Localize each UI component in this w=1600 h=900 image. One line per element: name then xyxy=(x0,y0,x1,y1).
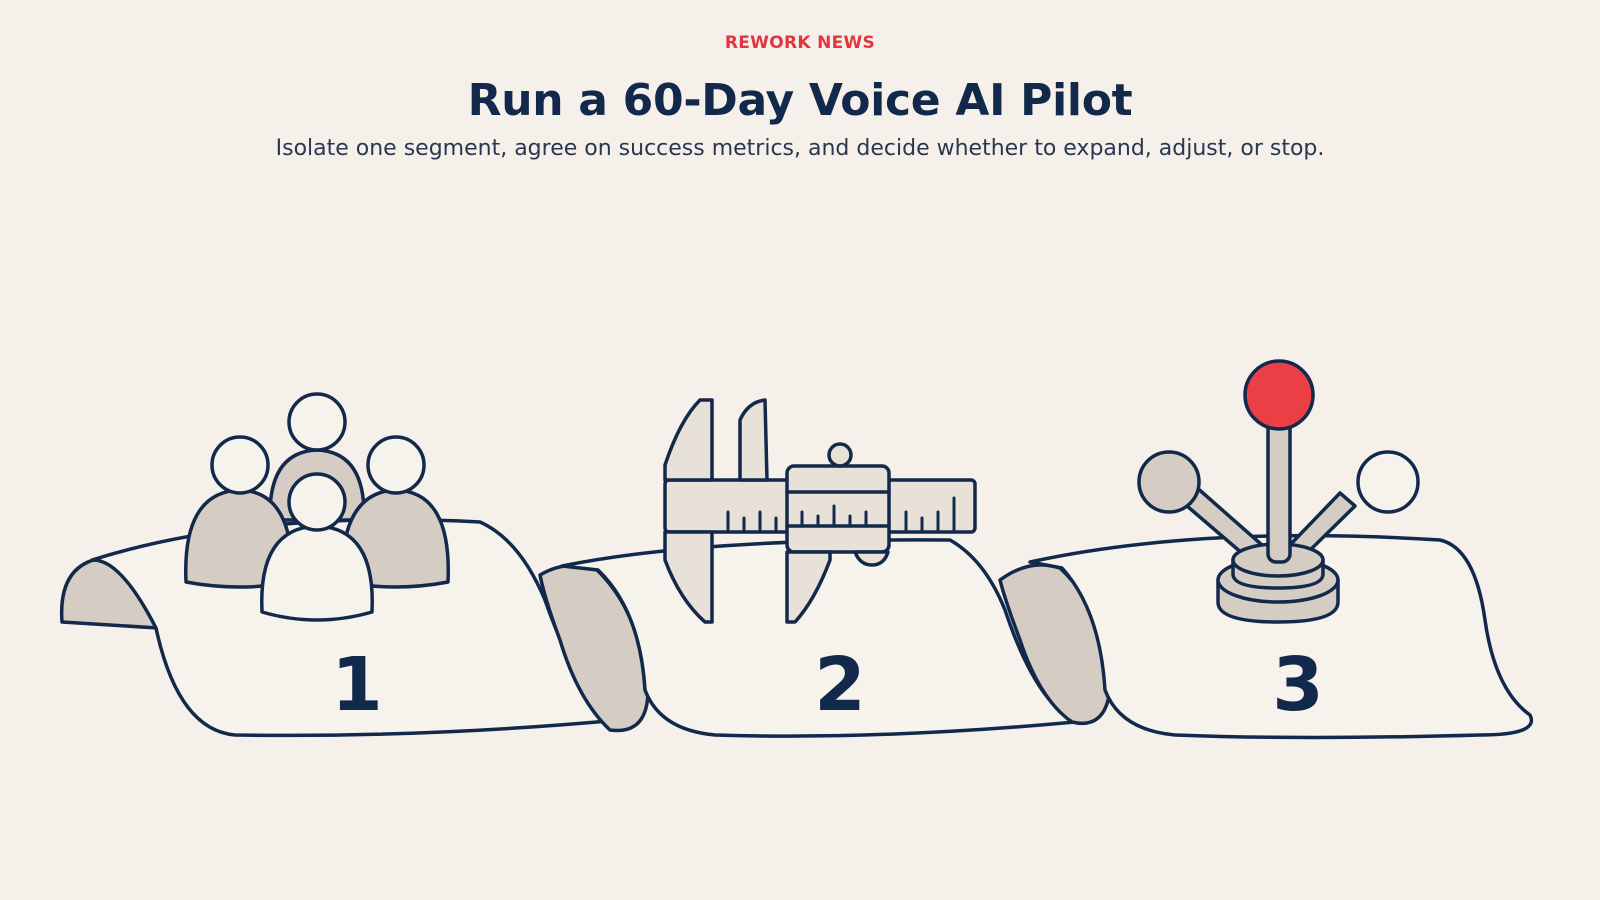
page-title: Run a 60-Day Voice AI Pilot xyxy=(467,75,1133,126)
step-3-number: 3 xyxy=(1272,642,1324,728)
ribbon-band-3 xyxy=(1028,533,1534,740)
people-group-icon xyxy=(184,392,450,622)
joystick-knob xyxy=(1243,359,1315,431)
step-3-panel xyxy=(1028,533,1534,740)
step-2-number: 2 xyxy=(814,642,866,728)
step-1-number: 1 xyxy=(331,642,383,728)
caliper-icon xyxy=(663,398,977,624)
page-subtitle: Isolate one segment, agree on success me… xyxy=(275,136,1325,161)
header: REWORK NEWS Run a 60-Day Voice AI Pilot … xyxy=(0,0,1600,161)
brand-label: REWORK NEWS xyxy=(724,33,876,53)
joystick-lever-icon xyxy=(1137,359,1420,624)
